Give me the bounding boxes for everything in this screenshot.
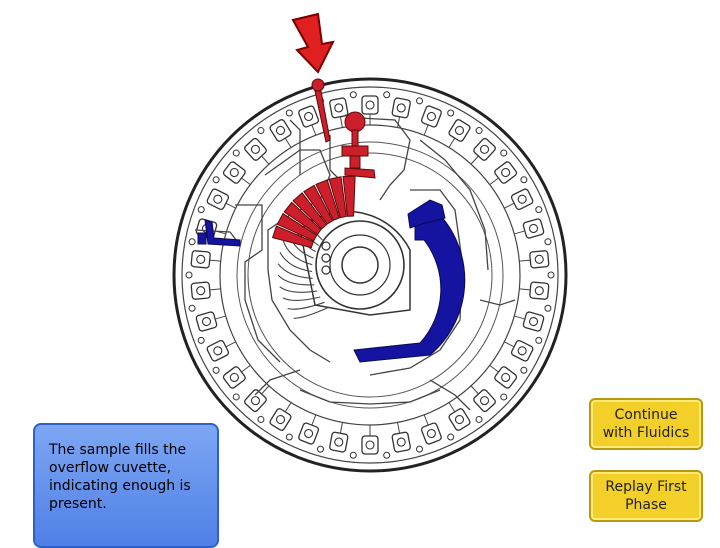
- cuvette-vent: [233, 394, 239, 400]
- cuvette-vent: [501, 150, 507, 156]
- caption-text: The sample fills the overflow cuvette, i…: [49, 441, 207, 513]
- cuvette-vent: [189, 239, 195, 245]
- cuvette-vent: [384, 92, 390, 98]
- cuvette-vent: [476, 128, 482, 134]
- cuvette-vent: [501, 394, 507, 400]
- caption-box: The sample fills the overflow cuvette, i…: [33, 423, 219, 548]
- cuvette-vent: [545, 239, 551, 245]
- cuvette-vent: [258, 416, 264, 422]
- cuvette-vent: [350, 92, 356, 98]
- cuvette-vent: [213, 177, 219, 183]
- cuvette-vent: [233, 150, 239, 156]
- cuvette-vent: [417, 446, 423, 452]
- replay-first-phase-button[interactable]: Replay First Phase: [589, 470, 703, 522]
- red-down-arrow-icon: [293, 14, 333, 72]
- cuvette-vent: [448, 110, 454, 116]
- cuvette-vent: [548, 272, 554, 278]
- cuvette-vent: [536, 207, 542, 213]
- cuvette-vent: [198, 337, 204, 343]
- cuvette-vent: [198, 207, 204, 213]
- cuvette-vent: [317, 446, 323, 452]
- cuvette-vent: [350, 452, 356, 458]
- cuvette-vent: [417, 98, 423, 104]
- cuvette-vent: [476, 416, 482, 422]
- replay-button-label: Replay First Phase: [605, 478, 686, 514]
- cuvette-vent: [189, 305, 195, 311]
- cuvette-vent: [286, 434, 292, 440]
- cuvette-vent: [521, 177, 527, 183]
- continue-with-fluidics-button[interactable]: Continue with Fluidics: [589, 398, 703, 450]
- cuvette-vent: [384, 452, 390, 458]
- cuvette-vent: [536, 337, 542, 343]
- continue-button-label: Continue with Fluidics: [603, 406, 690, 442]
- cuvette-vent: [213, 367, 219, 373]
- cuvette-vent: [258, 128, 264, 134]
- cuvette-vent: [448, 434, 454, 440]
- cuvette-vent: [521, 367, 527, 373]
- cuvette-vent: [545, 305, 551, 311]
- cuvette-vent: [286, 110, 292, 116]
- cuvette-vent: [186, 272, 192, 278]
